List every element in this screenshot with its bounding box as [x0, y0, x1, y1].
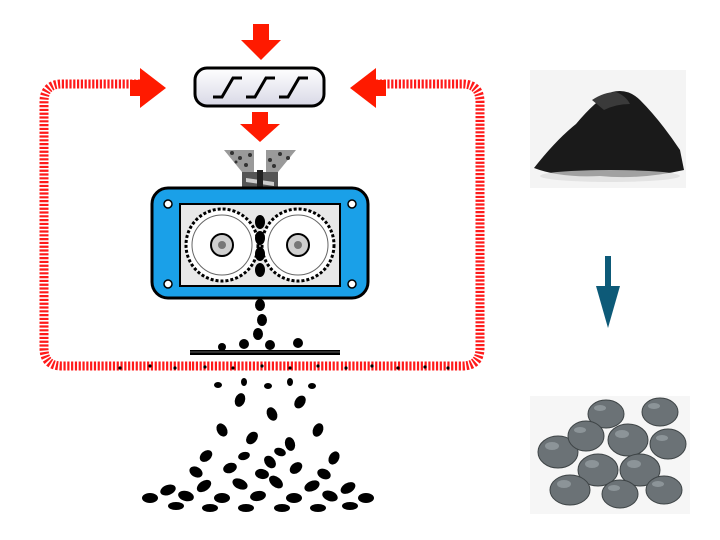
recycle-arrow-left	[130, 68, 166, 108]
falling-briquettes	[218, 299, 303, 351]
mixer-icon	[193, 66, 326, 108]
briquettes-photo	[530, 396, 690, 514]
product-briquettes-falling	[199, 393, 340, 469]
roller-press-icon	[150, 186, 370, 300]
recycle-loop	[39, 79, 485, 371]
left-roller-icon	[184, 207, 260, 283]
screen-sieve-icon	[190, 350, 340, 355]
recycle-loop-specks	[118, 364, 450, 370]
process-arrow-down-icon	[596, 256, 620, 328]
recycle-arrow-right	[350, 68, 386, 108]
right-roller-icon	[260, 207, 336, 283]
feed-arrow-top	[241, 24, 281, 60]
fines-return	[214, 378, 316, 389]
carbon-powder-photo	[530, 70, 686, 188]
product-pile	[142, 447, 374, 512]
feed-arrow-down	[240, 112, 280, 142]
